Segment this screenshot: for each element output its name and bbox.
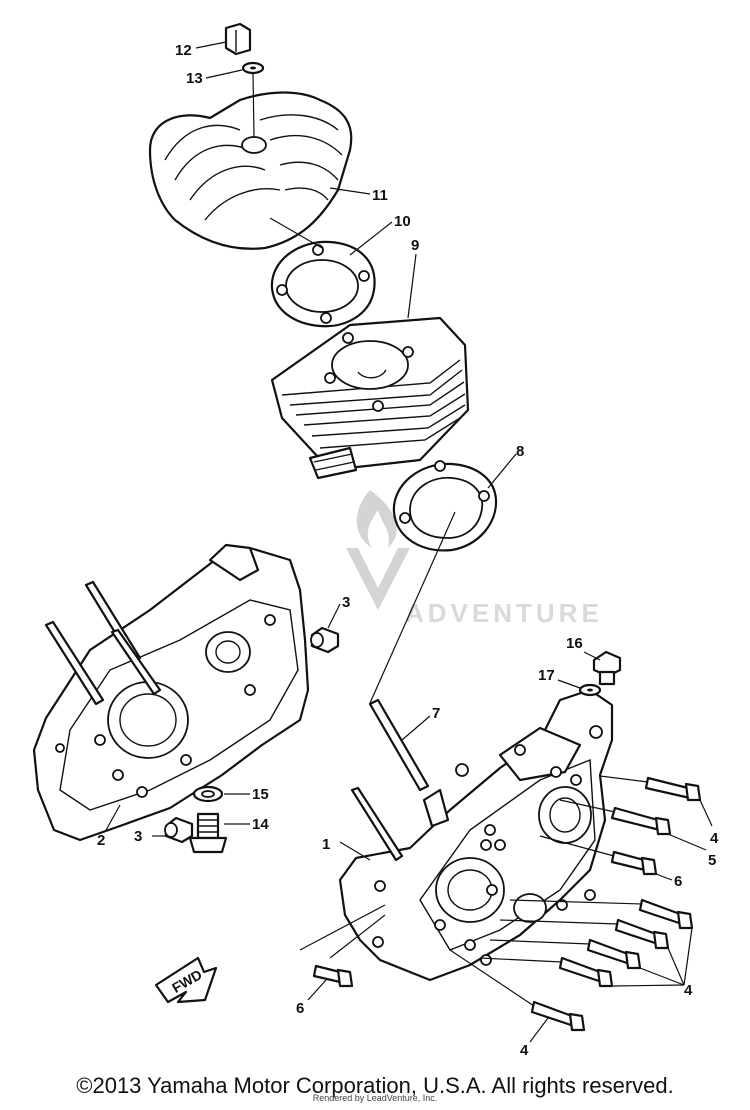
part-8-base-gasket: 8 xyxy=(392,443,524,552)
callout-4-top: 4 xyxy=(710,830,719,847)
callout-8: 8 xyxy=(516,443,524,460)
callout-3-upper: 3 xyxy=(342,594,350,611)
callout-16: 16 xyxy=(566,635,583,652)
part-2-left-crankcase: 2 xyxy=(32,543,310,849)
callout-6-right: 6 xyxy=(674,873,682,890)
part-17-washer: 17 xyxy=(538,667,602,697)
part-6-bolt-left: 6 xyxy=(296,964,354,1017)
part-3-dowel-upper: 3 xyxy=(310,594,350,654)
callout-11: 11 xyxy=(372,187,388,204)
callout-17: 17 xyxy=(538,667,555,684)
callout-9: 9 xyxy=(411,237,419,254)
part-10-head-gasket: 10 xyxy=(269,213,411,328)
part-16-bolt: 16 xyxy=(566,635,622,686)
fwd-arrow-icon: FWD xyxy=(154,956,218,1004)
callout-10: 10 xyxy=(394,213,411,230)
callout-7: 7 xyxy=(432,705,440,722)
part-14-drain-bolt: 14 xyxy=(188,812,269,854)
callout-12: 12 xyxy=(175,42,192,59)
part-1-right-crankcase: 1 xyxy=(299,688,614,982)
part-7-stud: 7 xyxy=(368,511,456,792)
callout-5: 5 xyxy=(708,852,716,869)
part-3-dowel-lower: 3 xyxy=(134,816,194,845)
part-13-washer: 13 xyxy=(186,61,265,87)
callout-3-lower: 3 xyxy=(134,828,142,845)
callout-1: 1 xyxy=(322,836,330,853)
callout-14: 14 xyxy=(252,816,269,833)
rendered-by-notice: Rendered by LeadVenture, Inc. xyxy=(312,1093,438,1103)
bolt-group-right: 4 5 6 4 4 xyxy=(449,775,719,1059)
part-9-cylinder: 9 xyxy=(270,237,470,480)
callout-2: 2 xyxy=(97,832,105,849)
watermark-logo: ADVENTURE xyxy=(346,490,603,628)
callout-6-left: 6 xyxy=(296,1000,304,1017)
part-12-nut: 12 xyxy=(175,22,252,59)
part-15-washer: 15 xyxy=(192,785,269,803)
callout-4-bottom: 4 xyxy=(520,1042,529,1059)
callout-15: 15 xyxy=(252,786,269,803)
part-11-cylinder-head: 11 xyxy=(148,71,388,250)
watermark-text: ADVENTURE xyxy=(405,598,603,628)
callout-4-group: 4 xyxy=(684,982,693,999)
copyright-notice: ©2013 Yamaha Motor Corporation, U.S.A. A… xyxy=(76,1073,674,1098)
callout-13: 13 xyxy=(186,70,203,87)
